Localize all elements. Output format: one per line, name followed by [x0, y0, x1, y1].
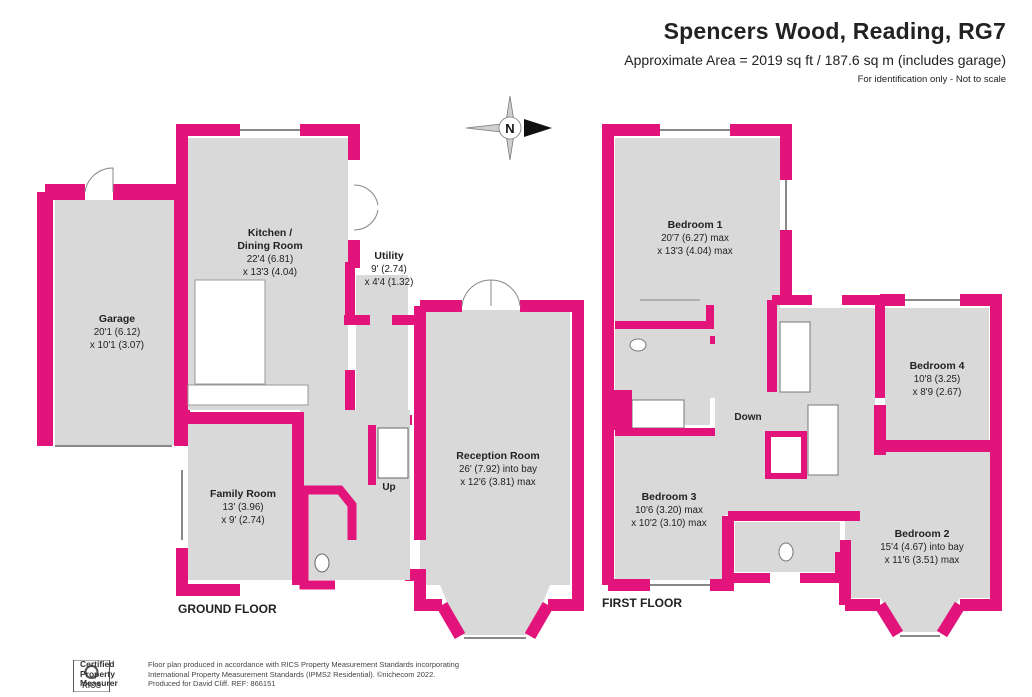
bedroom1-dim2: x 13'3 (4.04) max	[657, 246, 732, 257]
utility-dim2: x 4'4 (1.32)	[365, 277, 414, 288]
ensuite-shower	[631, 399, 685, 429]
bedroom1-dim1: 20'7 (6.27) max	[661, 233, 729, 244]
family-dim2: x 9' (2.74)	[221, 515, 264, 526]
bedroom4-floor	[885, 308, 989, 443]
bedroom3-walls	[608, 516, 734, 591]
reception-french-doors	[461, 279, 521, 307]
bedroom4-name: Bedroom 4	[910, 360, 965, 372]
utility-dim1: 9' (2.74)	[371, 264, 407, 275]
reception-dim2: x 12'6 (3.81) max	[460, 477, 535, 488]
ground-stairs	[377, 427, 409, 479]
page-title: Spencers Wood, Reading, RG7	[663, 18, 1006, 44]
garage-door-swing	[84, 167, 114, 193]
footer-line2: International Property Measurement Stand…	[148, 669, 436, 679]
kitchen-dim2: x 13'3 (4.04)	[243, 267, 297, 278]
ground-floor: GROUND FLOOR Up Garage 20'1 (6.12) x 10'…	[37, 124, 584, 640]
rics-logo-icon: RICS	[73, 660, 110, 692]
scale-note: For identification only - Not to scale	[857, 74, 1006, 85]
bedroom3-floor	[615, 436, 725, 580]
area-summary: Approximate Area = 2019 sq ft / 187.6 sq…	[624, 52, 1006, 68]
wc-walls	[299, 485, 357, 590]
bedroom2-floor	[845, 452, 990, 598]
kitchen-name1: Kitchen /	[248, 227, 292, 239]
first-stairs	[807, 404, 839, 476]
bedroom2-bay-walls	[874, 601, 966, 638]
bedroom3-dim1: 10'6 (3.20) max	[635, 505, 703, 516]
kitchen-counter	[187, 384, 309, 406]
bedroom2-bay	[880, 598, 960, 632]
family-dim1: 13' (3.96)	[222, 502, 263, 513]
kitchen-dim1: 22'4 (6.81)	[247, 254, 294, 265]
bedroom1-name: Bedroom 1	[668, 219, 723, 231]
kitchen-name2: Dining Room	[237, 240, 302, 252]
bedroom2-walls	[839, 446, 1002, 611]
bedroom2-name: Bedroom 2	[895, 528, 950, 540]
first-floor-label: FIRST FLOOR	[602, 596, 682, 610]
certified-badge: Certified Property Measurer	[80, 659, 118, 689]
rics-mark: RICS	[82, 681, 102, 690]
family-floor	[188, 420, 293, 580]
ensuite-wall-accent	[608, 390, 632, 430]
garage-dim2: x 10'1 (3.07)	[90, 340, 144, 351]
badge-line1: Certified	[80, 659, 115, 669]
garage-floor	[55, 200, 180, 445]
family-name: Family Room	[210, 488, 276, 500]
bedroom3-dim2: x 10'2 (3.10) max	[631, 518, 706, 529]
kitchen-island	[194, 279, 266, 385]
badge-line3: Measurer	[80, 678, 118, 688]
reception-dim1: 26' (7.92) into bay	[459, 464, 537, 475]
bedroom2-dim2: x 11'6 (3.51) max	[885, 555, 960, 566]
garage-name: Garage	[99, 313, 135, 325]
bedroom1-walls	[602, 124, 792, 585]
bedroom2-dim1: 15'4 (4.67) into bay	[880, 542, 964, 553]
compass-north-label: N	[505, 121, 514, 136]
reception-bay	[440, 585, 550, 635]
reception-floor	[420, 310, 570, 585]
kitchen-patio-door	[353, 184, 379, 231]
down-label: Down	[734, 412, 761, 423]
up-label: Up	[382, 482, 395, 493]
wc-toilet	[314, 553, 330, 573]
compass-rose: N	[465, 95, 552, 161]
reception-name: Reception Room	[456, 450, 539, 462]
utility-name: Utility	[374, 250, 403, 262]
footer-line1: Floor plan produced in accordance with R…	[148, 660, 459, 669]
bedroom4-dim1: 10'8 (3.25)	[914, 374, 961, 385]
ground-floor-label: GROUND FLOOR	[178, 602, 277, 616]
bedroom4-dim2: x 8'9 (2.67)	[913, 387, 962, 398]
bath-tub	[779, 321, 811, 393]
shower-room-toilet	[778, 542, 794, 562]
shower-room-walls	[728, 511, 860, 583]
reception-walls	[405, 300, 584, 611]
bedroom3-name: Bedroom 3	[642, 491, 697, 503]
badge-line2: Property	[80, 668, 115, 679]
first-floor: FIRST FLOOR Down Bedroom 1 20'7 (6.27) m…	[602, 124, 1002, 638]
ensuite-toilet	[629, 338, 647, 352]
first-stairs-well	[765, 431, 807, 479]
footer-disclaimer: Floor plan produced in accordance with R…	[148, 660, 528, 689]
footer-line3: Produced for David Cliff. REF: 866151	[148, 679, 276, 688]
reception-bay-walls	[436, 601, 554, 640]
utility-floor	[356, 275, 408, 420]
family-walls	[176, 412, 304, 596]
garage-dim1: 20'1 (6.12)	[94, 327, 141, 338]
